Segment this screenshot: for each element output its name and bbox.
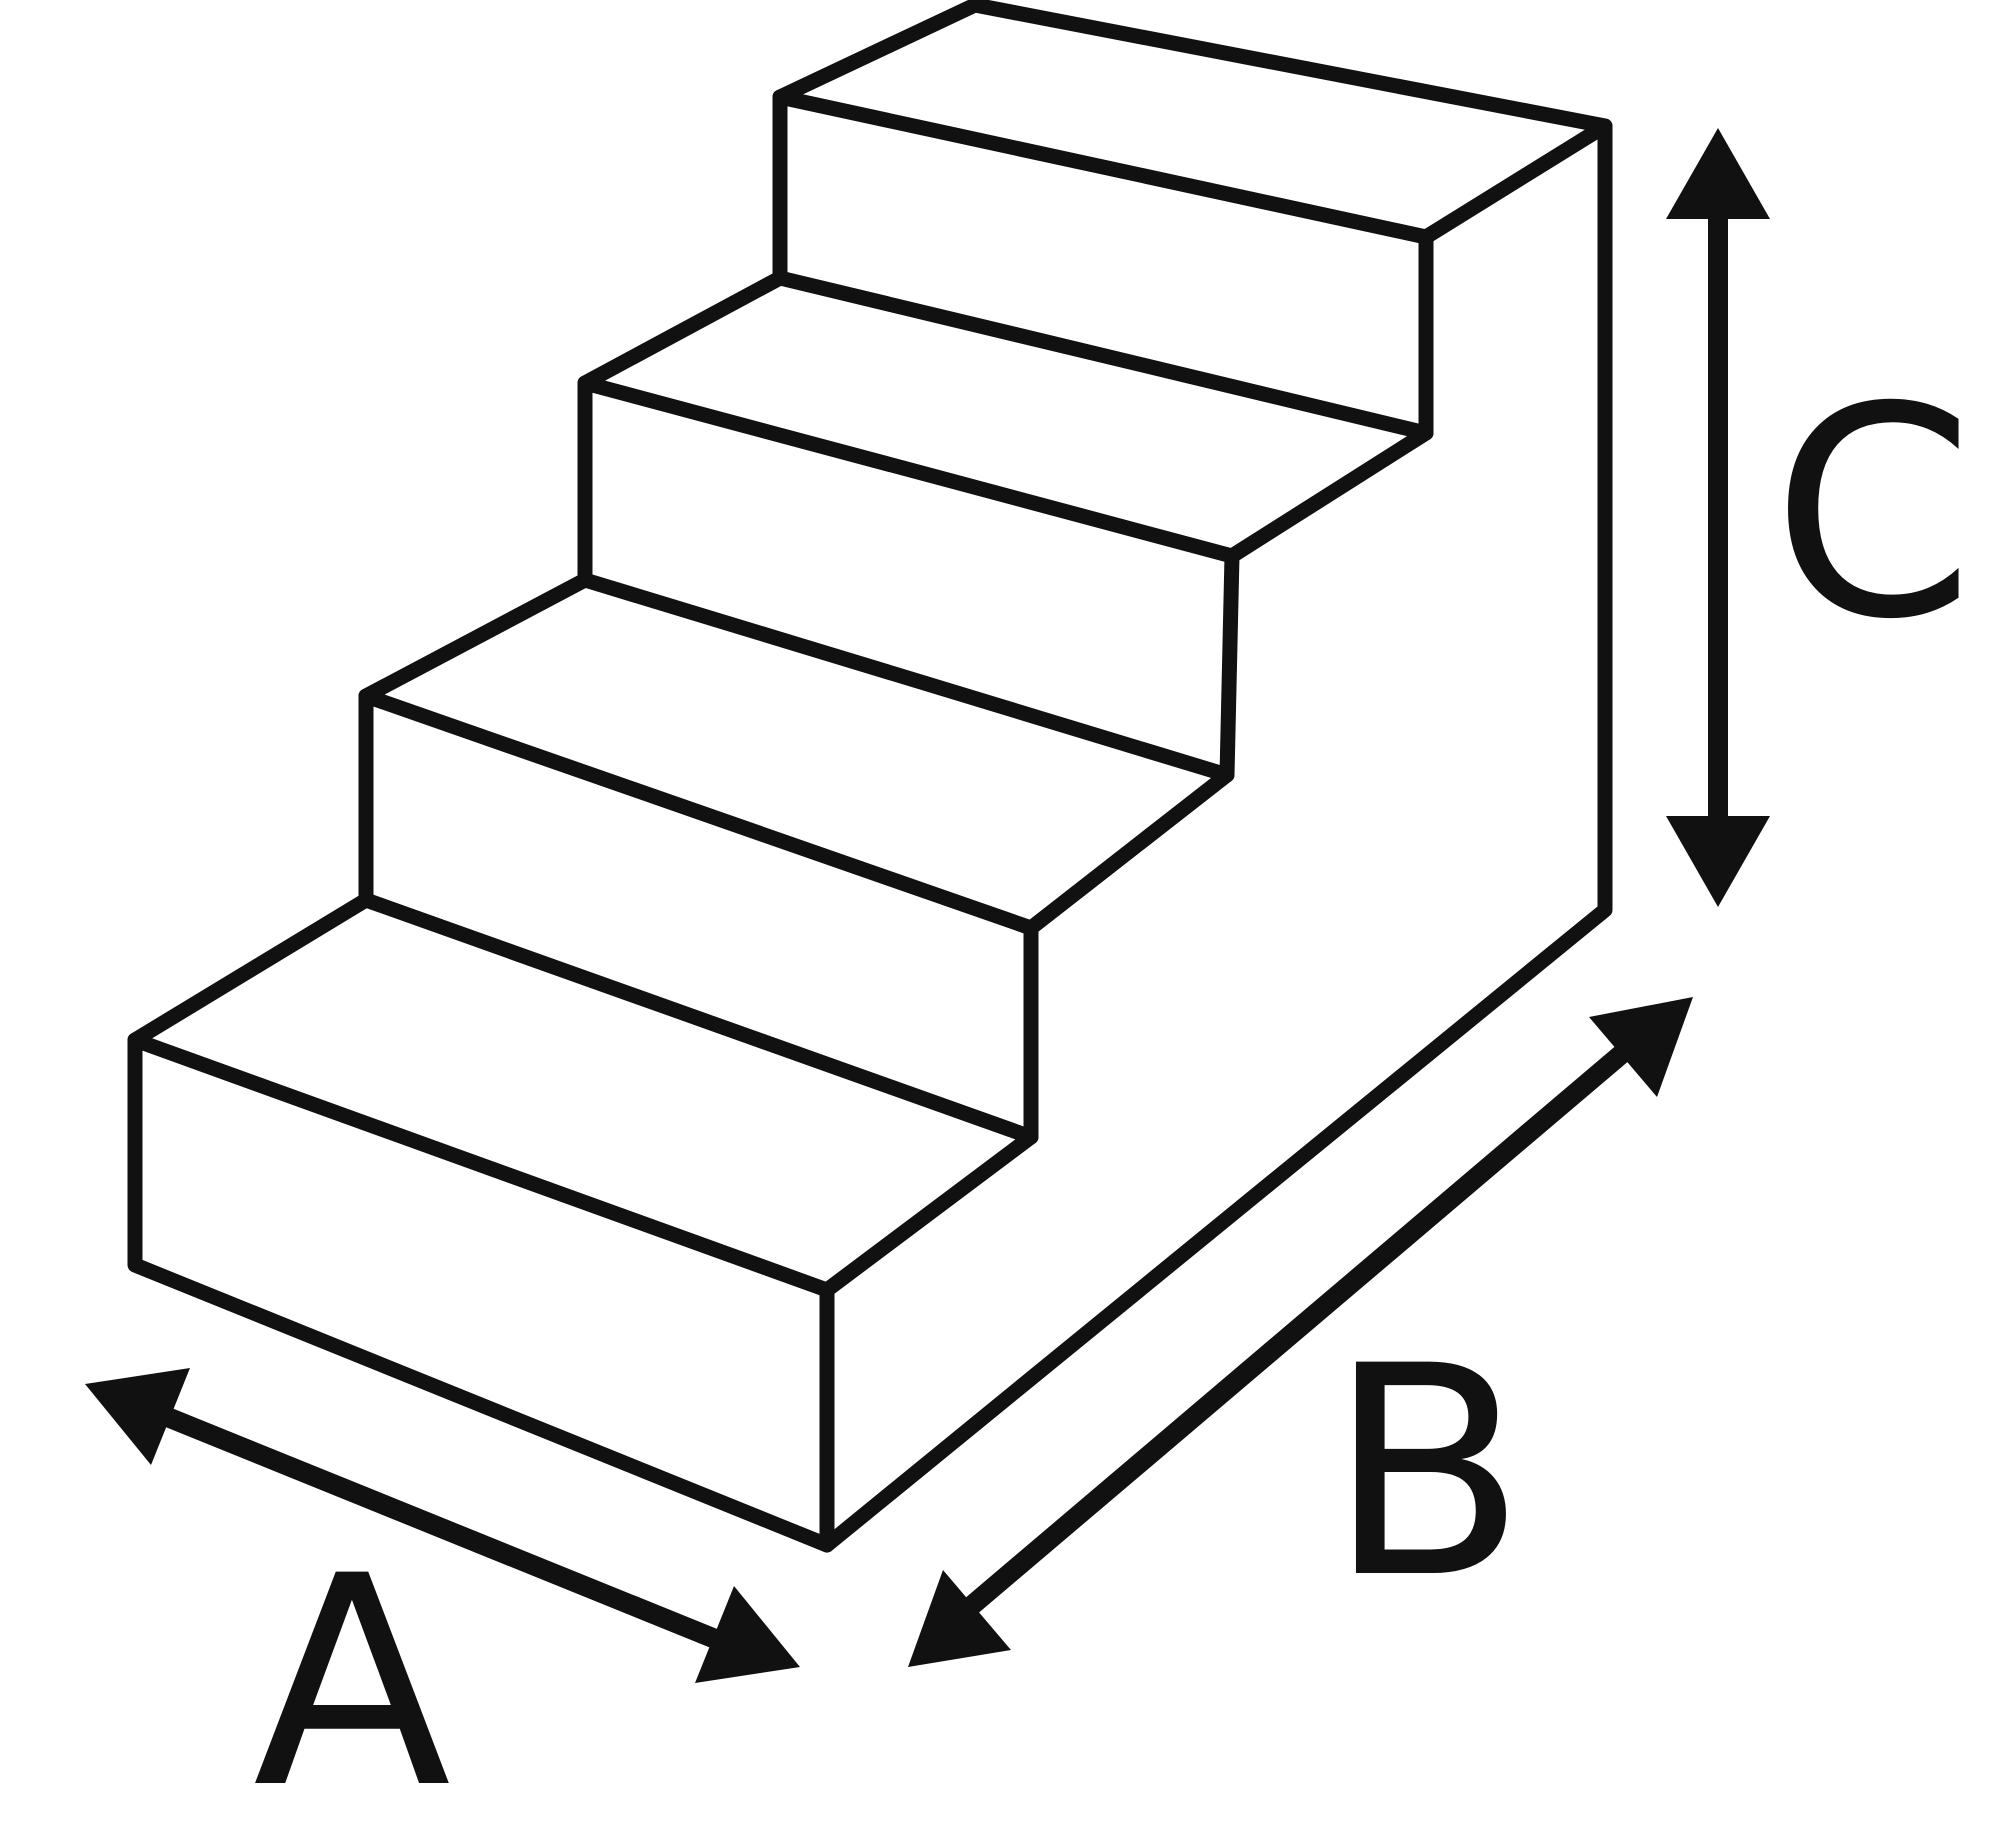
dimension-b-arrow-down-icon [908, 1570, 1011, 1667]
dimension-a-line [151, 1402, 744, 1659]
step-3-nosing [577, 572, 1235, 783]
dimension-a-label: A [253, 1515, 452, 1845]
dimension-b-arrow-up-icon [1589, 997, 1693, 1097]
step-1-riser-top [127, 1032, 835, 1298]
dimension-a-arrow-left-icon [85, 1368, 190, 1465]
dimension-c-label: C [1772, 346, 1975, 683]
dimension-c-arrow-up-icon [1666, 128, 1770, 219]
dimension-a: A [85, 1368, 800, 1845]
dimension-b-label: B [1328, 1305, 1527, 1642]
step-3-riser-top [577, 375, 1240, 564]
dimension-a-arrow-right-icon [695, 1586, 800, 1683]
dimension-b: B [908, 997, 1693, 1667]
dimension-b-line [956, 1032, 1645, 1621]
step-4-riser-top [772, 89, 1434, 245]
step-2-nosing [358, 892, 1039, 1145]
step-2-riser-top [358, 688, 1039, 936]
dimension-c-arrow-down-icon [1666, 816, 1770, 907]
dimension-c: C [1666, 128, 1974, 907]
step-4-nosing [772, 270, 1434, 441]
staircase-drawing [127, 0, 1613, 1553]
